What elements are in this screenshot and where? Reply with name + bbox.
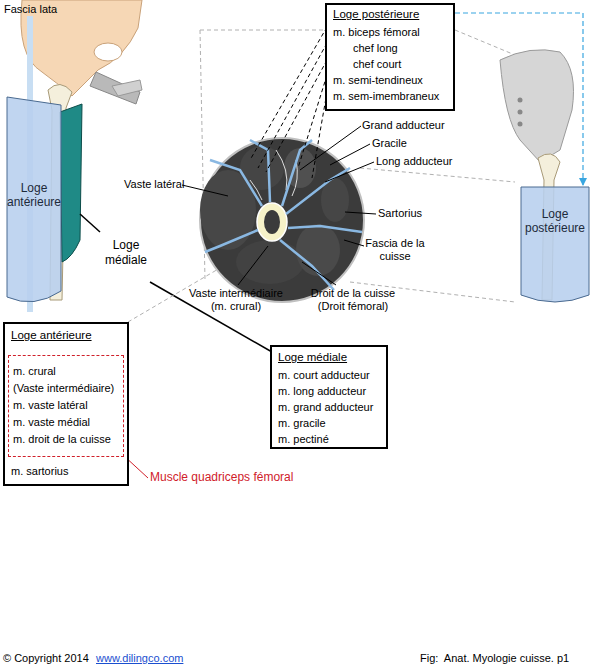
guide-line [360,168,515,182]
muscle-label: Vaste latéral [124,178,184,191]
leader-line [302,262,336,285]
muscle-label: Vaste intermédiaire (m. crural) [180,287,292,313]
leader-line [182,126,376,285]
list-item: m. gracile [278,416,326,430]
box-heading: Loge postérieure [333,7,419,21]
list-item: m. semi-tendineux [333,73,423,87]
muscle-label: Long adducteur [376,155,452,168]
structure-label: Fascia lata [4,3,57,16]
compartment-band: Loge postérieure [518,185,592,305]
leader-line [238,246,268,285]
list-item: m. grand adducteur [278,400,373,414]
copyright-note: © Copyright 2014 [3,652,89,665]
muscle-label: Gracile [372,137,407,150]
leader-line [182,185,228,196]
list-item: m. sartorius [11,464,68,478]
dashed-arrow [455,13,583,185]
list-item: m. vaste latéral [13,398,88,412]
list-item: m. sem-imembraneux [333,89,439,103]
list-item: chef court [353,57,401,71]
list-box: Loge antérieure m. sartorius m. crural (Vas… [3,322,129,486]
band-label: Loge antérieure [4,181,64,209]
cross-section [200,138,364,302]
list-item: m. biceps fémoral [333,25,420,39]
leader-line [344,240,364,246]
list-item: m. droit de la cuisse [13,432,111,446]
pelvis [500,50,574,162]
list-item: chef long [353,41,398,55]
leader-line [250,27,327,160]
medial-compartment [60,104,82,262]
list-item: m. crural [13,364,56,378]
list-item: (Vaste intermédiaire) [13,381,114,395]
pelvis-dot [518,110,523,115]
list-box: Loge postérieure m. biceps fémoral chef lo… [325,3,455,111]
leader-line [266,60,327,172]
pubis [112,80,142,96]
box-heading: Loge médiale [278,350,347,364]
septum [288,226,362,232]
vessel [250,150,297,200]
leader-line [300,126,361,170]
leader-line [325,162,374,182]
structure-label: Fascia de la cuisse [362,237,428,263]
muscle-section [296,224,340,276]
femur-section [264,210,280,234]
box-heading: Loge antérieure [11,328,92,342]
leader-line [298,75,327,168]
list-item: m. court adducteur [278,368,370,382]
guide-line [200,30,325,31]
website-link: www.dilingco.com [96,652,183,665]
septum [286,168,350,214]
muscle-label: Droit de la cuisse (Droit fémoral) [300,287,406,313]
group-label: Muscle quadriceps fémoral [150,471,293,484]
leader-line [250,27,327,178]
septum [210,160,262,206]
group-box: m. crural (Vaste intermédiaire) m. vaste l… [8,355,124,457]
figure-reference: Fig: Anat. Myologie cuisse. p1 [420,652,569,665]
list-item: m. long adducteur [278,384,366,398]
list-item: m. pectiné [278,432,329,446]
muscle-label: Grand adducteur [362,119,445,132]
guide-line [455,30,515,55]
band-outline [518,185,592,305]
leader-line [330,144,370,165]
leader-line [80,214,100,232]
band-label: Loge postérieure [518,207,592,235]
muscle-label: Sartorius [378,207,422,220]
obturator-hole [94,43,122,61]
muscle-section [236,240,304,284]
septum [205,230,258,252]
compartment-band: Loge antérieure [4,95,64,307]
list-item: m. vaste médial [13,415,90,429]
band-outline [521,187,589,302]
pelvis-dot [518,122,523,127]
pelvis-dot [518,98,523,103]
list-box: Loge médiale m. court adducteur m. long ad… [270,345,388,449]
septum [205,140,362,290]
compartment-label: Loge médiale [96,238,156,268]
leader-line [345,212,376,214]
femur-section [257,203,287,241]
